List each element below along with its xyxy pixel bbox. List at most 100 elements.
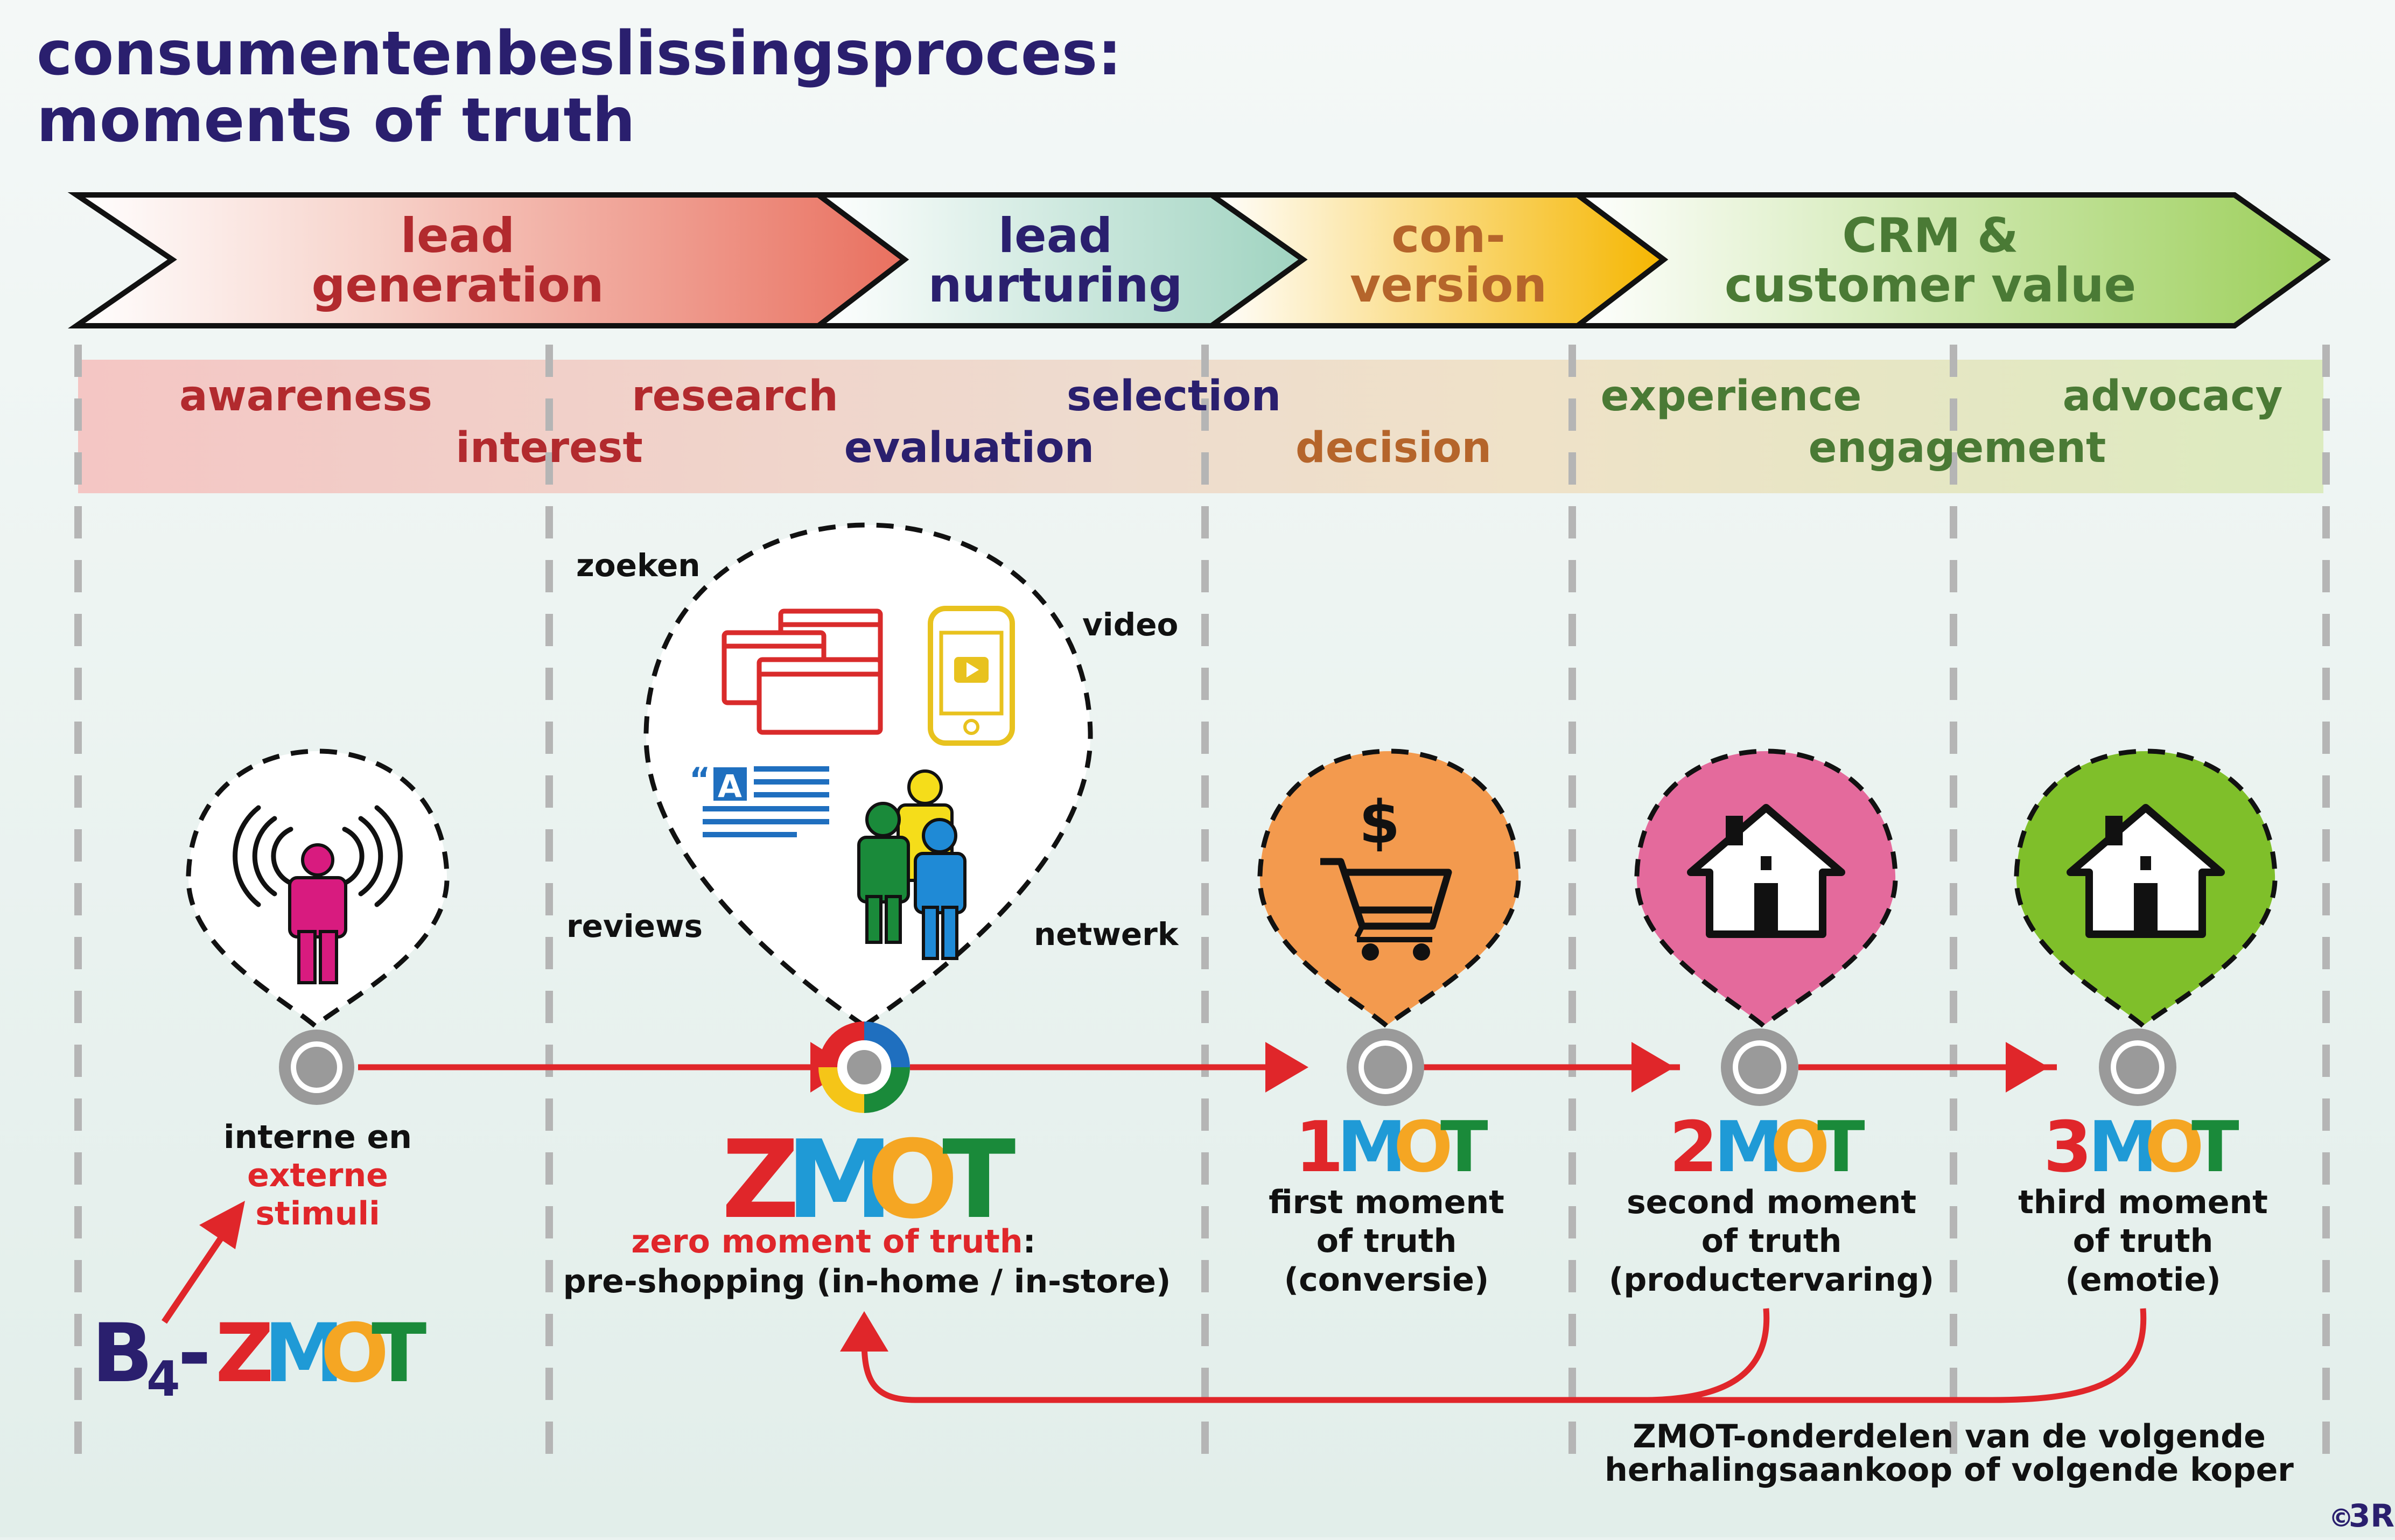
b4-b: B [92,1307,153,1401]
b4-subscript: 4 [146,1351,180,1408]
1mot-logo: 1 M O T [1295,1106,1488,1188]
2mot-num: 2 [1669,1106,1718,1188]
loop-arrow-from-2mot [1642,1308,1770,1403]
b4-t: T [372,1307,426,1401]
zmot-z: Z [722,1117,800,1243]
1mot-line-2: of truth [1316,1222,1457,1260]
phase-4-line-1: CRM & [1842,208,2018,263]
label-reviews: reviews [566,908,703,944]
1mot-m: M [1337,1106,1406,1188]
1mot-line-3: (conversie) [1284,1261,1489,1299]
house-heart-icon [2067,804,2225,938]
b4-o: O [320,1307,389,1401]
stimuli-label: interne en externe stimuli [223,1118,412,1233]
title-line-1: consumentenbeslissingsproces: [37,19,1122,89]
3mot-t: T [2191,1106,2239,1188]
loop-caption: ZMOT-onderdelen van de volgende herhalin… [1605,1418,2294,1489]
stage-labels: awareness interest research evaluation s… [179,372,2282,472]
stimuli-line-3: stimuli [255,1195,380,1233]
stage-separators [74,345,2330,1475]
video-phone-icon [928,606,1015,746]
stage-evaluation: evaluation [844,424,1094,472]
phase-1-line-1: lead [401,208,515,263]
1mot-o: O [1393,1106,1453,1188]
phase-4-line-2: customer value [1725,257,2136,313]
stage-decision: decision [1295,424,1491,472]
svg-text:A: A [718,768,742,804]
2mot-caption: second moment of truth (productervaring) [1609,1184,1934,1299]
loop-arrow-from-3mot [861,1308,2147,1403]
3mot-line-2: of truth [2073,1222,2214,1260]
2mot-t: T [1817,1106,1865,1188]
arrow-head-2 [1265,1042,1308,1093]
3mot-logo: 3 M O T [2043,1106,2239,1188]
people-network-icon [857,769,967,960]
browser-windows-icon [722,608,883,735]
zmot-node [818,1021,910,1113]
label-netwerk: netwerk [1034,916,1179,953]
chevron-crm [1570,192,2331,328]
zmot-subtitle-2: pre-shopping (in-home / in-store) [563,1263,1171,1300]
shopping-cart-icon: $ [1320,788,1452,961]
3mot-o: O [2145,1106,2204,1188]
b4-dash: - [178,1307,211,1401]
zmot-subtitle-red: zero moment of truth [631,1223,1023,1261]
phase-2-line-1: lead [998,208,1112,263]
loop-caption-line-1: ZMOT-onderdelen van de volgende [1633,1418,2266,1455]
zmot-m: M [786,1117,893,1243]
2mot-line-2: of truth [1701,1222,1842,1260]
1mot-num: 1 [1295,1106,1343,1188]
stimuli-arrow [162,1228,229,1324]
1mot-t: T [1440,1106,1488,1188]
label-zoeken: zoeken [576,547,701,584]
dollar-sign: $ [1359,788,1400,857]
loop-caption-line-2: herhalingsaankoop of volgende koper [1605,1451,2294,1489]
stage-awareness: awareness [179,372,432,421]
label-video: video [1082,606,1178,643]
2mot-line-3: (productervaring) [1609,1261,1934,1299]
broadcast-person-icon [233,805,403,984]
phase-3-line-1: con- [1391,208,1505,263]
zmot-logo: Z M O T [722,1117,1016,1243]
zmot-subtitle: zero moment of truth: [631,1223,1035,1261]
2mot-m: M [1714,1106,1783,1188]
stage-advocacy: advocacy [2063,372,2283,421]
stimuli-arrow-head [199,1201,245,1249]
review-document-icon: “ A [689,761,829,837]
phase-labels: lead generation lead nurturing con- vers… [311,208,2136,313]
3mot-caption: third moment of truth (emotie) [2018,1184,2268,1299]
loop-arrow-head [840,1311,888,1352]
1mot-caption: first moment of truth (conversie) [1269,1184,1504,1299]
arrow-head-4 [2006,1042,2049,1093]
phase-2-line-2: nurturing [928,257,1183,313]
2mot-logo: 2 M O T [1669,1106,1865,1188]
3mot-num: 3 [2043,1106,2092,1188]
2mot-o: O [1770,1106,1830,1188]
svg-text:“: “ [689,761,710,799]
stage-experience: experience [1601,372,1862,421]
b4-m: M [264,1307,344,1401]
copyright-symbol: © [2329,1503,2354,1532]
stage-interest: interest [456,424,643,472]
zmot-subtitle-colon: : [1023,1223,1036,1261]
1mot-line-1: first moment [1269,1184,1504,1221]
phase-1-line-2: generation [311,257,604,313]
stimuli-line-1: interne en [223,1118,412,1156]
zmot-bubble-labels: zoeken video reviews netwerk [566,547,1179,953]
b4-zmot-logo: B 4 - Z M O T [92,1307,426,1408]
b4-z: Z [215,1307,274,1401]
house-icon [1687,804,1845,938]
stage-selection: selection [1067,372,1281,421]
copyright-brand: 3R [2349,1497,2394,1534]
zmot-o: O [867,1117,958,1243]
3mot-line-1: third moment [2018,1184,2268,1221]
1mot-pin [1257,748,1521,1029]
stage-engagement: engagement [1809,424,2106,472]
stage-research: research [632,372,838,421]
3mot-m: M [2088,1106,2158,1188]
arrow-head-3 [1631,1042,1675,1093]
2mot-line-1: second moment [1627,1184,1916,1221]
3mot-line-3: (emotie) [2065,1261,2221,1299]
